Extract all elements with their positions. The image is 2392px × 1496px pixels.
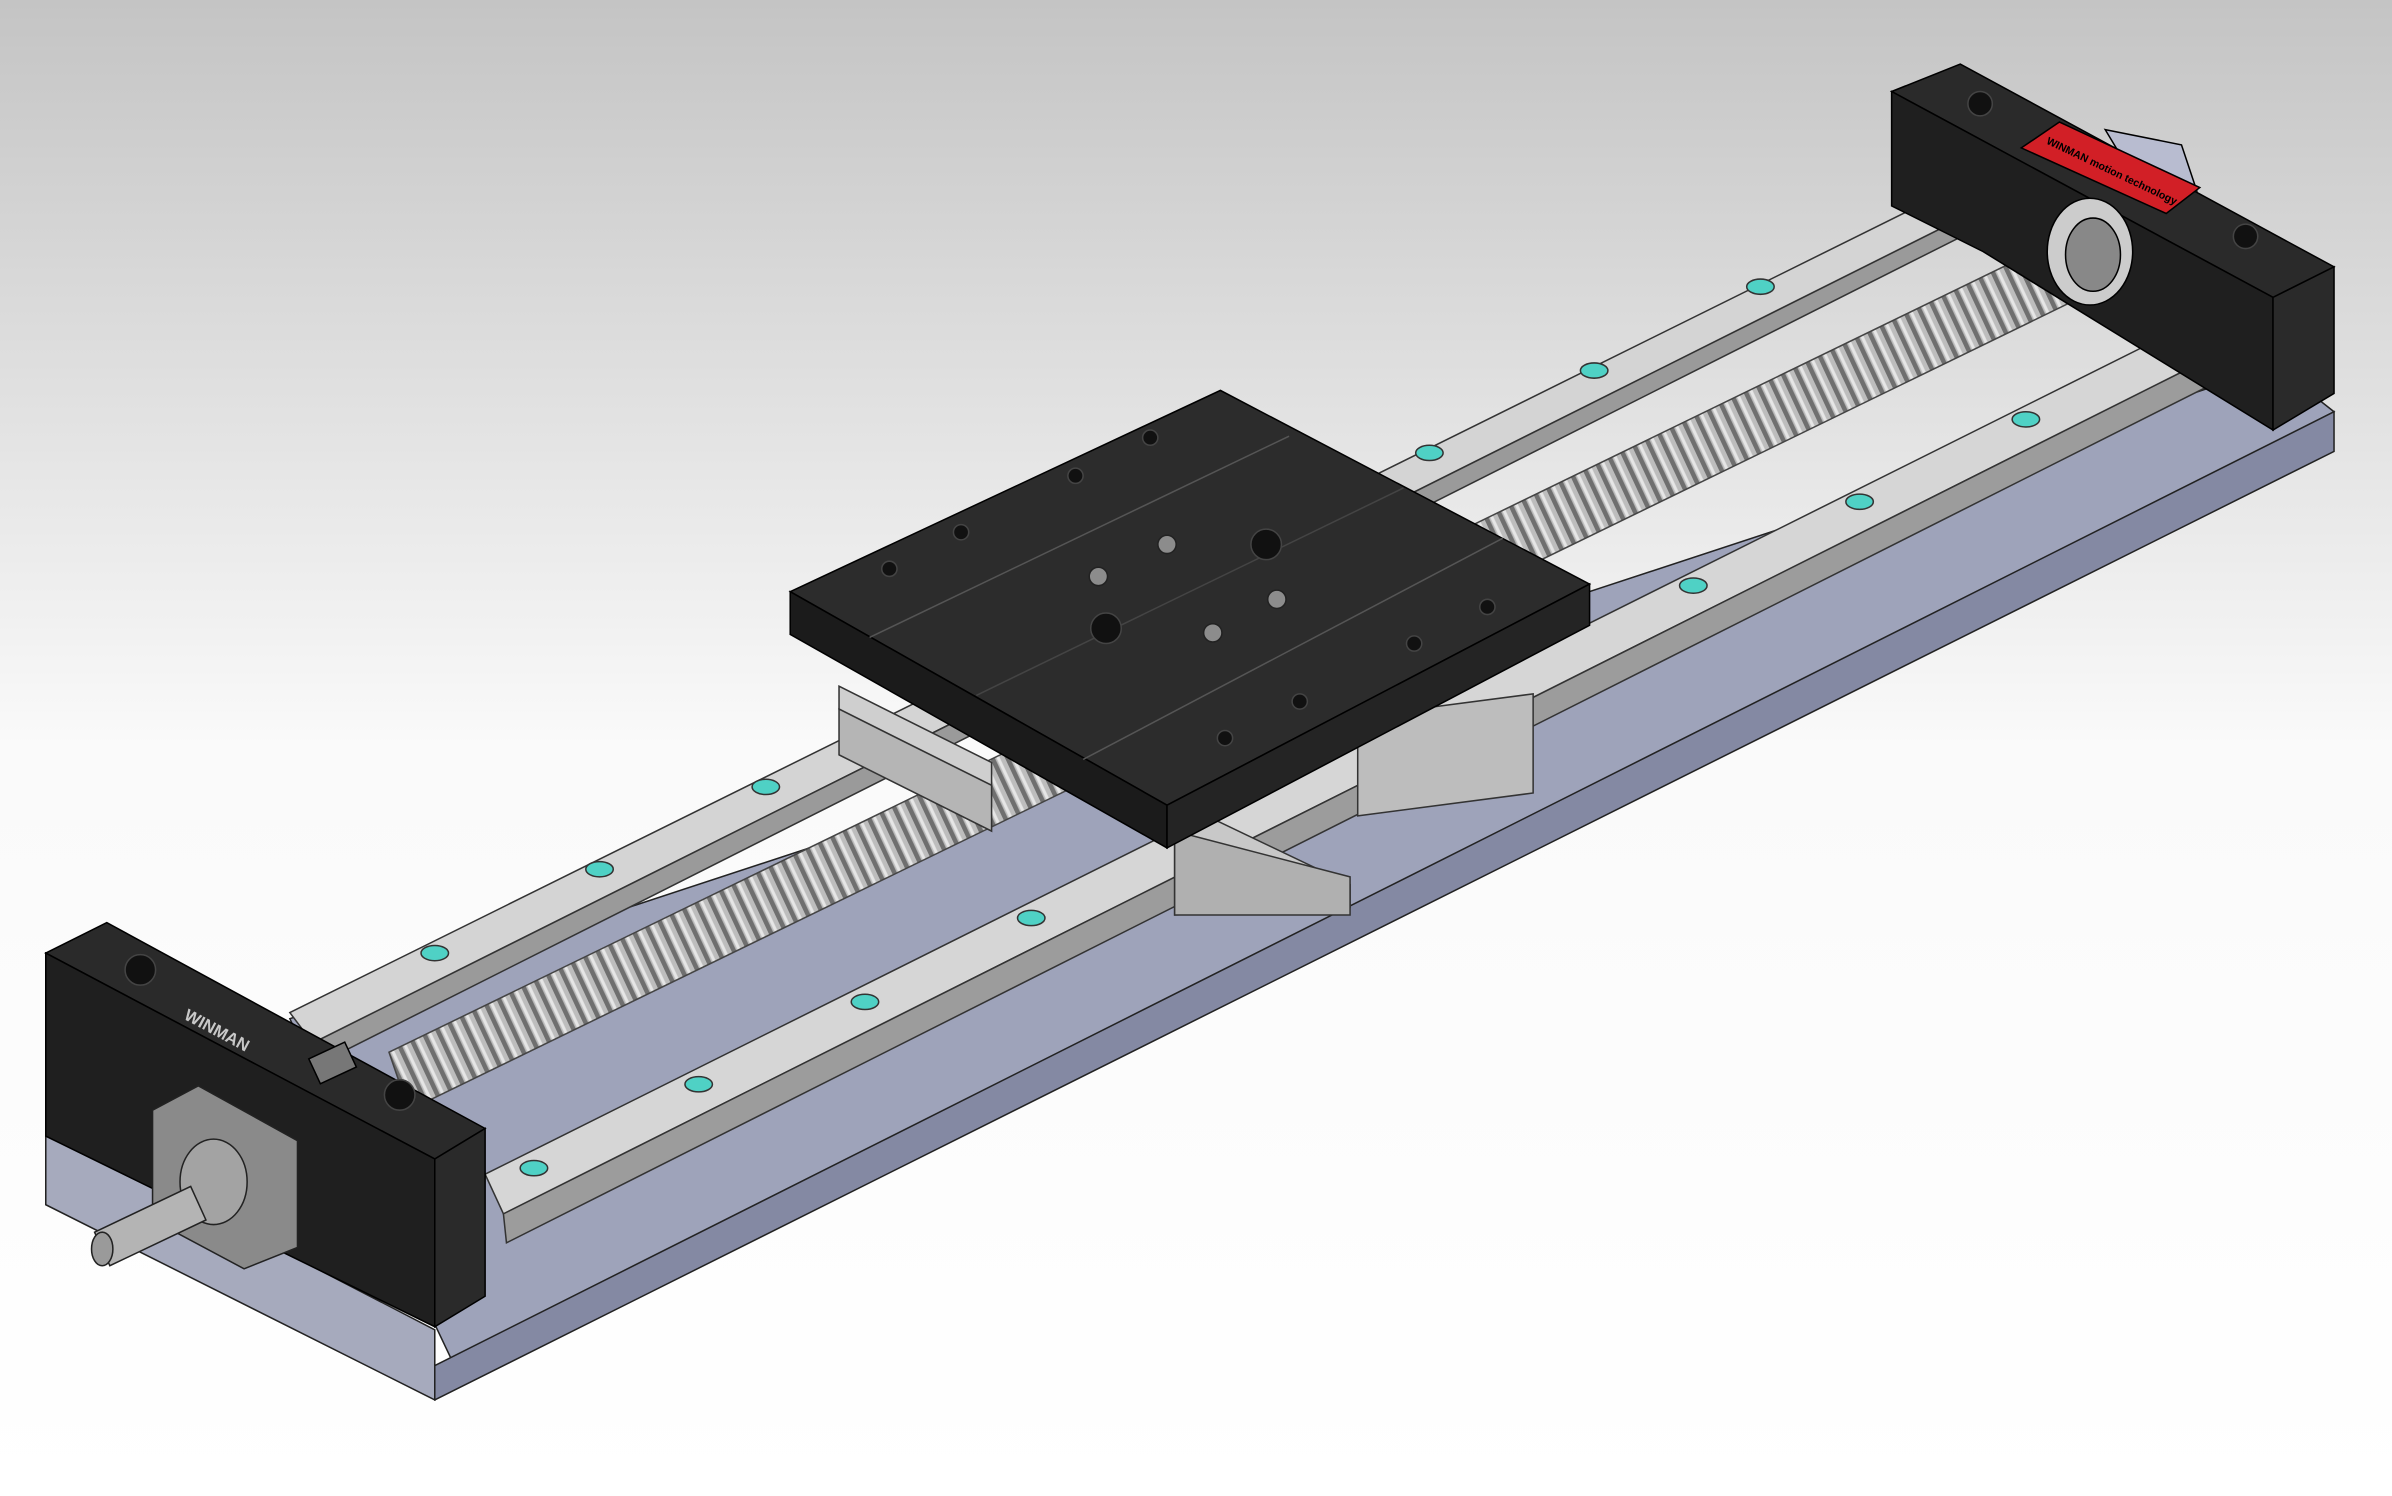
rail-hole-dot <box>1579 362 1609 379</box>
rail-hole-dot <box>1414 444 1444 462</box>
carriage-plate <box>788 389 1592 850</box>
rail-hole-dot <box>850 993 880 1011</box>
rail-hole-dot <box>519 1159 549 1177</box>
rail-hole-dot <box>585 860 615 878</box>
rail-hole-dot <box>1845 493 1875 511</box>
rail-hole-dot <box>420 944 450 962</box>
rail-hole-dot <box>1745 278 1775 296</box>
motor-flange <box>90 1084 299 1270</box>
right-end-block <box>1889 63 2336 432</box>
rail-hole-dot <box>2011 410 2041 428</box>
rail-hole-dot <box>1678 577 1708 594</box>
rail-hole-dot <box>1016 909 1046 927</box>
rail-hole-dot <box>751 778 781 796</box>
rail-hole-dot <box>684 1075 714 1093</box>
brand-label <box>2019 121 2202 215</box>
